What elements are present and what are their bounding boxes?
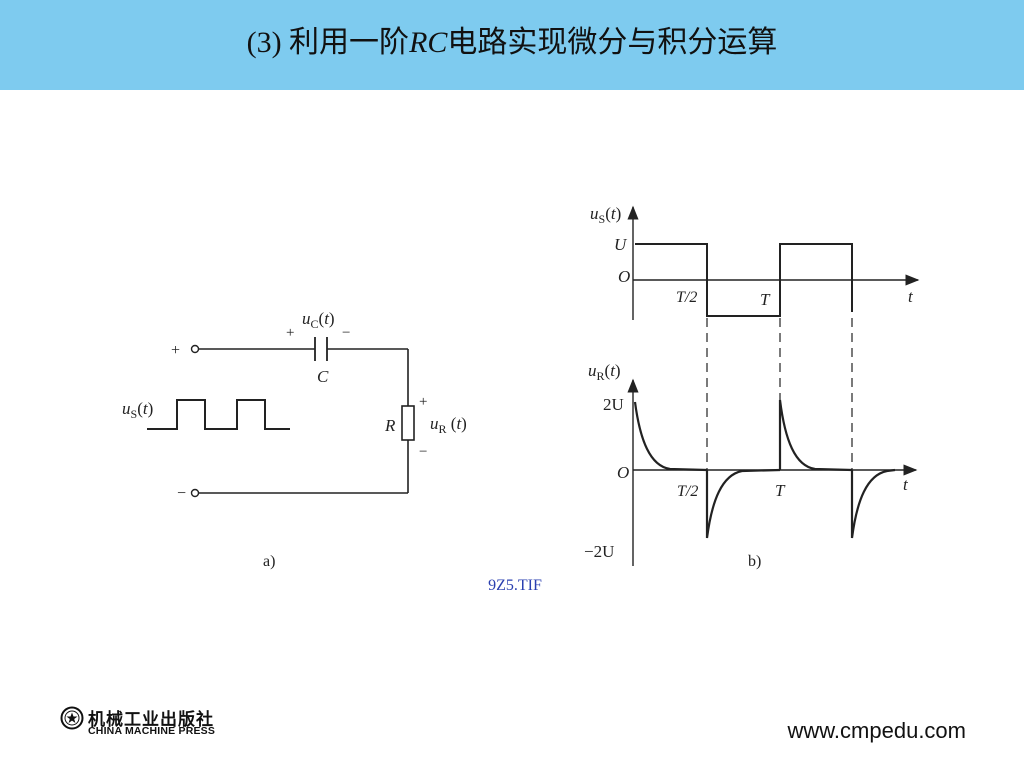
- input-plus-label: +: [171, 342, 180, 359]
- bottom-y-label: uR(t): [588, 361, 621, 383]
- uc-label: uC(t): [302, 309, 335, 331]
- us-label: uS(t): [122, 399, 153, 421]
- figure-b-caption: b): [748, 553, 761, 570]
- capacitor-label: C: [317, 367, 329, 386]
- title-rc: RC: [409, 26, 448, 59]
- uc-minus-label: −: [342, 325, 350, 341]
- circuit-wires: [199, 348, 409, 494]
- top-t-label: t: [908, 287, 914, 306]
- us-square-wave: [635, 243, 853, 317]
- title-prefix: (3) 利用一阶: [246, 26, 410, 59]
- input-minus-label: −: [177, 485, 186, 502]
- title-suffix: 电路实现微分与积分运算: [447, 25, 778, 60]
- ur-spike-waveform: [633, 399, 896, 539]
- title-banner: [0, 0, 1024, 90]
- resistor-label: R: [384, 416, 396, 435]
- input-terminal-bottom: [190, 488, 200, 498]
- bottom-period: T: [775, 481, 786, 500]
- ur-label: uR (t): [430, 414, 467, 436]
- publisher-logo-icon: [60, 706, 84, 730]
- top-origin: O: [618, 267, 630, 286]
- dashed-guides: [706, 318, 853, 472]
- publisher-name-cn: 机械工业出版社: [88, 710, 214, 730]
- file-caption: 9Z5.TIF: [488, 577, 542, 594]
- bottom-half-period: T/2: [677, 483, 698, 500]
- figure-a-caption: a): [263, 553, 275, 570]
- publisher-name-en: CHINA MACHINE PRESS: [88, 725, 216, 737]
- top-y-label: uS(t): [590, 204, 621, 226]
- bottom-tick-2U: 2U: [603, 395, 624, 414]
- slide-title: (3) 利用一阶RC电路实现微分与积分运算: [0, 17, 1024, 61]
- top-period: T: [760, 290, 771, 309]
- input-square-wave: [147, 399, 290, 430]
- ur-minus-label: −: [419, 444, 427, 460]
- bottom-origin: O: [617, 463, 629, 482]
- bottom-tick-neg2U: −2U: [584, 542, 614, 561]
- resistor: [401, 405, 415, 441]
- website-url[interactable]: www.cmpedu.com: [787, 718, 966, 743]
- ur-plus-label: +: [419, 394, 427, 410]
- top-tick-U: U: [614, 235, 628, 254]
- input-terminal-top: [190, 344, 200, 354]
- top-half-period: T/2: [676, 289, 697, 306]
- uc-plus-label: +: [286, 325, 294, 341]
- bottom-t-label: t: [903, 475, 909, 494]
